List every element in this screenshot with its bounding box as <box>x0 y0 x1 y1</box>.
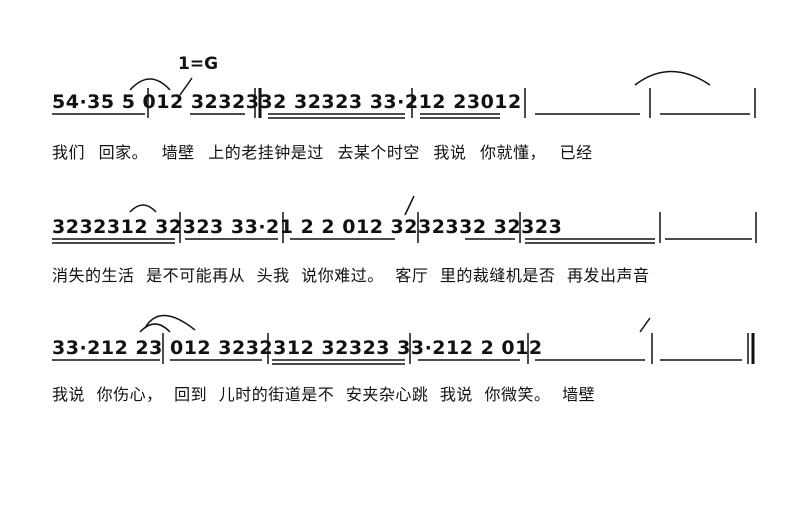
notes-row-3: 33·212 23 012 3232312 32323 33·212 2 012 <box>52 337 543 359</box>
lyrics-row-2: 消失的生活 是不可能再从 头我 说你难过。 客厅 里的裁缝机是否 再发出声音 <box>52 266 650 285</box>
beams-row-1 <box>52 113 750 119</box>
notes-row-1: 54·35 5 012 3232332 32323 33·212 23012 <box>52 91 522 113</box>
barlines-row-1 <box>147 88 756 118</box>
barlines-row-2 <box>179 212 757 243</box>
lyrics-row-3: 我说 你伤心， 回到 儿时的街道是不 安夹杂心跳 我说 你微笑。 墙壁 <box>52 385 596 404</box>
beams-row-2 <box>52 238 752 244</box>
key-signature: 1=G <box>178 54 219 74</box>
lyrics-row-1: 我们 回家。 墙壁 上的老挂钟是过 去某个时空 我说 你就懂， 已经 <box>52 143 593 162</box>
barlines-row-3 <box>162 333 755 364</box>
beams-row-3 <box>52 359 742 365</box>
